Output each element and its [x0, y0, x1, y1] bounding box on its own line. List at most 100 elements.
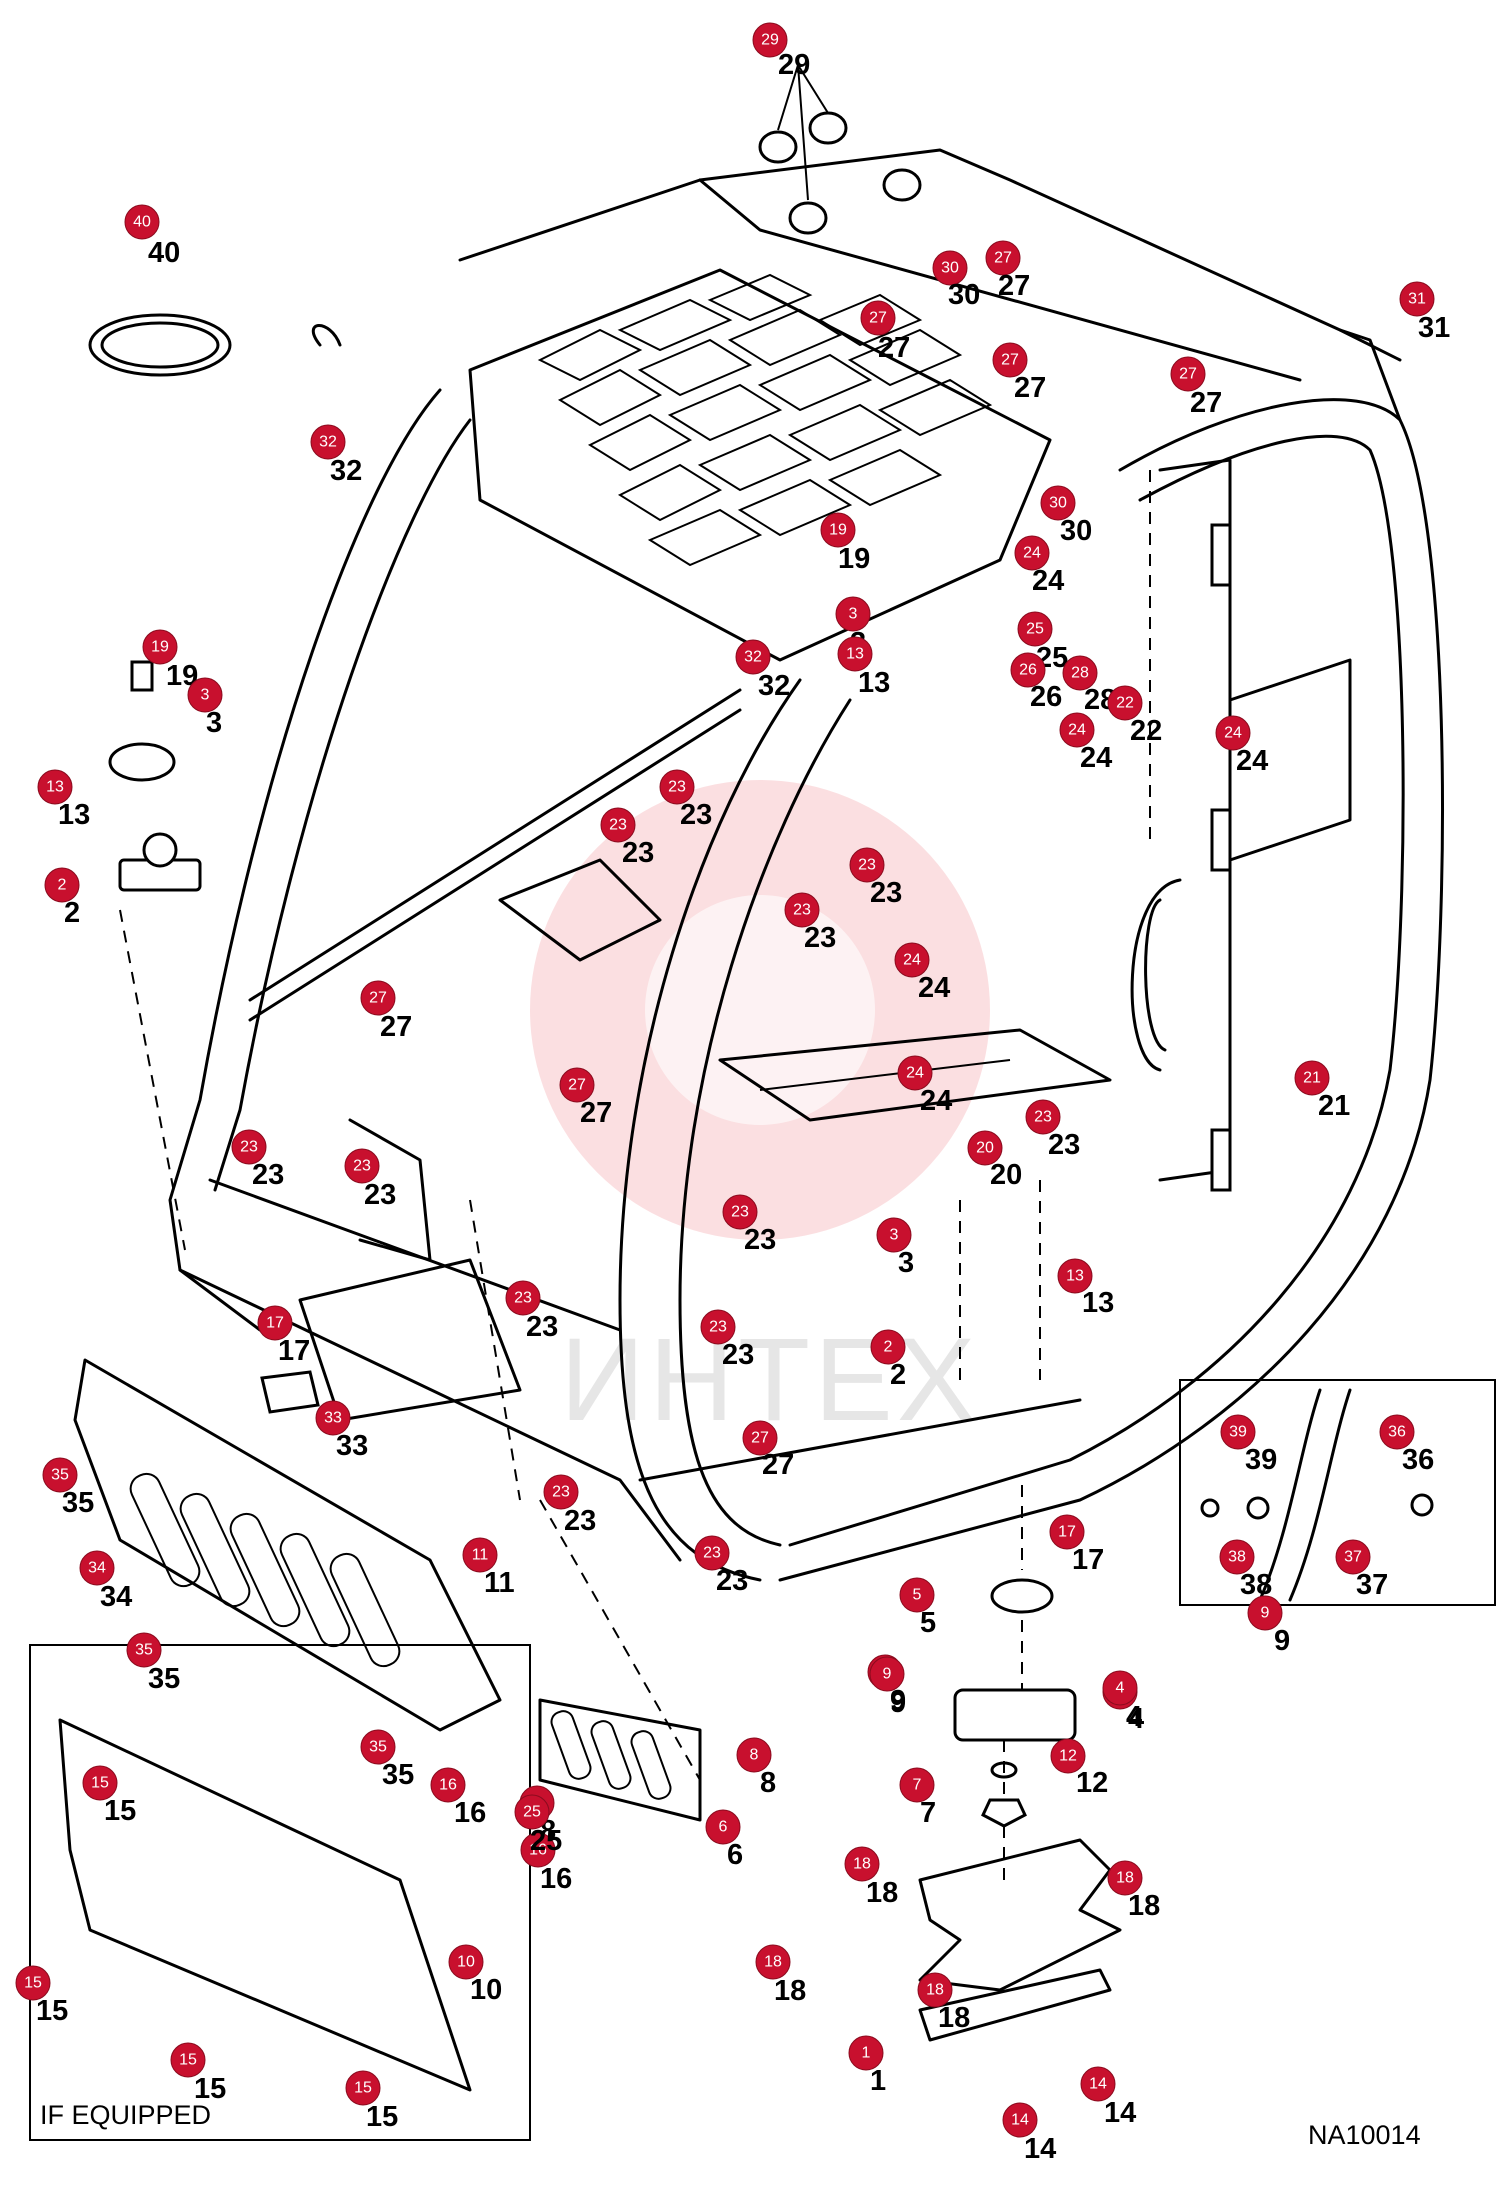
svg-text:24: 24 [1023, 545, 1041, 562]
svg-text:13: 13 [46, 779, 64, 796]
callout-number-27: 27 [762, 1449, 794, 1481]
callout-badge-15: 15 [345, 2070, 381, 2106]
access-cover [260, 1370, 320, 1414]
callout-number-24: 24 [920, 1085, 952, 1117]
callout-number-40: 40 [148, 237, 180, 269]
svg-text:24: 24 [1068, 722, 1086, 739]
svg-text:6: 6 [719, 1819, 728, 1836]
callout-number-13: 13 [58, 799, 90, 831]
svg-text:13: 13 [846, 646, 864, 663]
callout-number-5: 5 [920, 1607, 936, 1639]
callout-badge-19: 19 [142, 629, 178, 665]
callout-number-10: 10 [470, 1974, 502, 2006]
svg-text:30: 30 [941, 260, 959, 277]
callout-badge-9: 9 [869, 1656, 905, 1692]
callout-badge-3: 3 [187, 677, 223, 713]
callout-number-16: 16 [540, 1863, 572, 1895]
callout-number-14: 14 [1104, 2097, 1136, 2129]
svg-text:32: 32 [319, 434, 337, 451]
svg-text:5: 5 [913, 1587, 922, 1604]
callout-number-24: 24 [1080, 742, 1112, 774]
svg-text:27: 27 [1001, 352, 1019, 369]
svg-text:28: 28 [1071, 665, 1089, 682]
svg-text:9: 9 [1261, 1605, 1270, 1622]
svg-text:23: 23 [514, 1290, 532, 1307]
callout-number-21: 21 [1318, 1090, 1350, 1122]
svg-text:13: 13 [1066, 1268, 1084, 1285]
roof-plugs [758, 64, 922, 235]
svg-text:11: 11 [472, 1547, 489, 1564]
svg-text:19: 19 [829, 522, 847, 539]
svg-text:8: 8 [750, 1747, 759, 1764]
callout-number-38: 38 [1240, 1569, 1272, 1601]
callout-badge-16: 16 [520, 1832, 556, 1868]
callout-badge-33: 33 [315, 1400, 351, 1436]
callout-number-11: 11 [484, 1567, 515, 1599]
callout-number-39: 39 [1245, 1444, 1277, 1476]
callout-number-27: 27 [1014, 372, 1046, 404]
callout-number-9: 9 [1274, 1625, 1290, 1657]
callout-number-30: 30 [948, 279, 980, 311]
callout-badge-23: 23 [600, 807, 636, 843]
callout-number-23: 23 [622, 837, 654, 869]
callout-badge-20: 20 [967, 1130, 1003, 1166]
callout-badge-17: 17 [1049, 1514, 1085, 1550]
callout-number-16: 16 [454, 1797, 486, 1829]
callout-badge-18: 18 [1107, 1860, 1143, 1896]
callout-number-3: 3 [206, 707, 222, 739]
callout-badge-23: 23 [694, 1535, 730, 1571]
callout-badge-7: 7 [899, 1767, 935, 1803]
svg-text:19: 19 [151, 639, 169, 656]
svg-text:7: 7 [913, 1777, 922, 1794]
callout-badge-18: 18 [917, 1972, 953, 2008]
callout-number-18: 18 [774, 1975, 806, 2007]
callout-number-18: 18 [938, 2002, 970, 2034]
callout-number-35: 35 [382, 1759, 414, 1791]
callout-number-23: 23 [564, 1505, 596, 1537]
callout-number-23: 23 [680, 799, 712, 831]
svg-text:27: 27 [1179, 366, 1197, 383]
callout-number-27: 27 [580, 1097, 612, 1129]
svg-text:14: 14 [1089, 2076, 1107, 2093]
svg-text:10: 10 [457, 1954, 475, 1971]
callout-badge-23: 23 [505, 1280, 541, 1316]
svg-text:23: 23 [353, 1158, 371, 1175]
svg-text:15: 15 [179, 2052, 197, 2069]
callout-badge-11: 11 [462, 1537, 498, 1573]
callout-badge-24: 24 [1014, 535, 1050, 571]
svg-text:33: 33 [324, 1410, 342, 1427]
svg-text:15: 15 [24, 1975, 42, 1992]
callout-number-23: 23 [716, 1565, 748, 1597]
callout-badge-1: 1 [848, 2035, 884, 2071]
callout-number-31: 31 [1418, 312, 1450, 344]
callout-number-2: 2 [64, 897, 80, 929]
callout-badge-2: 2 [44, 867, 80, 903]
svg-text:18: 18 [926, 1982, 944, 1999]
callout-number-13: 13 [1082, 1287, 1114, 1319]
svg-text:40: 40 [133, 214, 151, 231]
svg-text:23: 23 [552, 1484, 570, 1501]
svg-text:24: 24 [1224, 725, 1242, 742]
cab-mount-assembly [918, 1578, 1122, 2042]
callout-badge-3: 3 [876, 1217, 912, 1253]
callout-number-22: 22 [1130, 715, 1162, 747]
svg-text:39: 39 [1229, 1424, 1247, 1441]
svg-text:27: 27 [869, 310, 887, 327]
callout-badge-3: 3 [835, 596, 871, 632]
callout-number-23: 23 [744, 1224, 776, 1256]
callout-badge-23: 23 [849, 847, 885, 883]
svg-text:15: 15 [354, 2080, 372, 2097]
svg-text:20: 20 [976, 1140, 994, 1157]
callout-number-6: 6 [727, 1839, 743, 1871]
callout-number-1: 1 [870, 2065, 886, 2097]
callout-badge-14: 14 [1002, 2102, 1038, 2138]
callout-badge-24: 24 [894, 942, 930, 978]
callout-badge-19: 19 [820, 512, 856, 548]
callout-badge-35: 35 [126, 1632, 162, 1668]
leader-lines [119, 470, 1151, 1880]
callout-number-26: 26 [1030, 681, 1062, 713]
svg-text:37: 37 [1344, 1549, 1362, 1566]
svg-text:23: 23 [240, 1139, 258, 1156]
callout-badge-10: 10 [448, 1944, 484, 1980]
callout-badge-17: 17 [257, 1305, 293, 1341]
